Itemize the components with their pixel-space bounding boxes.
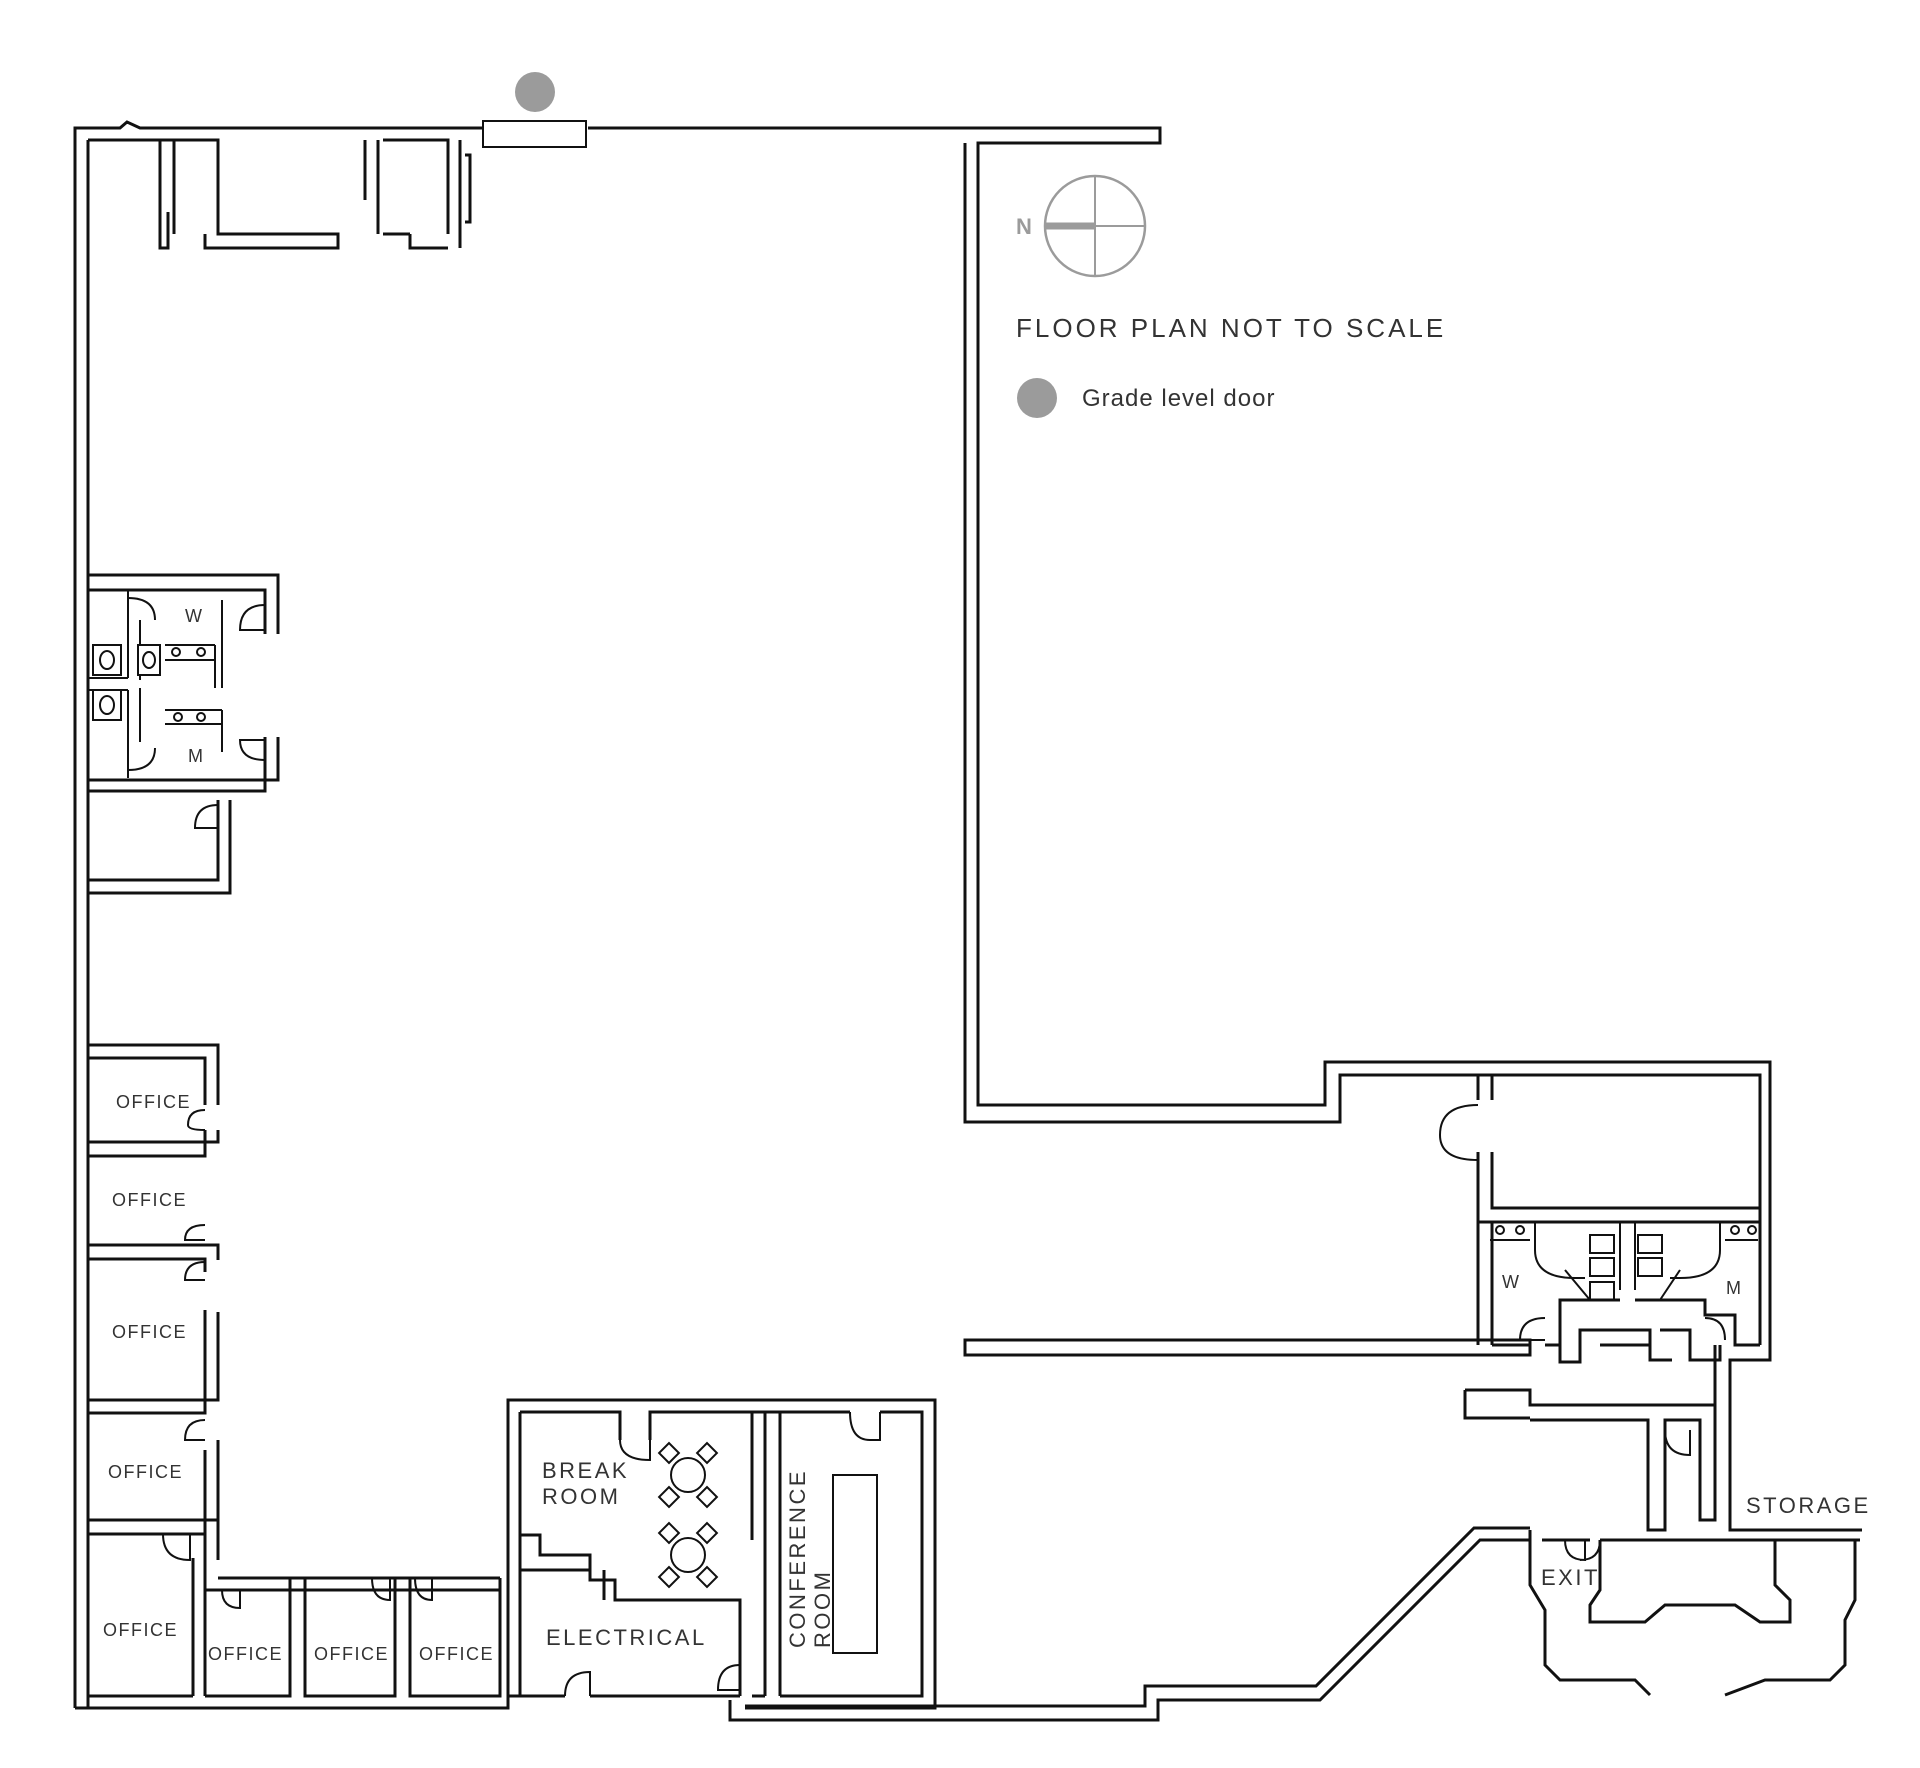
compass-icon xyxy=(1043,174,1147,278)
conference-room xyxy=(765,1410,924,1698)
exit-label: EXIT xyxy=(1541,1565,1600,1590)
storage-label: STORAGE xyxy=(1746,1493,1871,1518)
legend-title: FLOOR PLAN NOT TO SCALE xyxy=(1016,313,1446,343)
office-label-5: OFFICE xyxy=(103,1620,178,1640)
toilet-icon xyxy=(92,644,161,721)
outer-walls xyxy=(73,120,1862,1722)
office-label-8: OFFICE xyxy=(419,1644,494,1664)
conference-label-line1: CONFERENCE xyxy=(785,1469,810,1648)
office-label-4: OFFICE xyxy=(108,1462,183,1482)
compass-north-label: N xyxy=(1016,214,1033,239)
office-label-6: OFFICE xyxy=(208,1644,283,1664)
electrical-label: ELECTRICAL xyxy=(546,1625,707,1650)
office-label-3: OFFICE xyxy=(112,1322,187,1342)
left-offices xyxy=(88,1043,220,1562)
restroom-women-label-left: W xyxy=(185,606,204,626)
restroom-women-label-right: W xyxy=(1502,1272,1521,1292)
restroom-men-label-left: M xyxy=(188,746,205,766)
right-wing xyxy=(963,1073,1860,1697)
left-closet xyxy=(88,800,232,895)
break-room-label-line1: BREAK xyxy=(542,1458,629,1483)
restroom-men-label-right: M xyxy=(1726,1278,1743,1298)
top-rooms xyxy=(160,120,587,250)
electrical-room xyxy=(520,1533,765,1698)
toilet-icon xyxy=(1589,1234,1663,1301)
office-label-7: OFFICE xyxy=(314,1644,389,1664)
sink-icon xyxy=(171,647,206,722)
grade-door-legend-marker xyxy=(1017,378,1057,418)
grade-door-legend-label: Grade level door xyxy=(1082,385,1275,412)
sink-icon xyxy=(1495,1225,1757,1235)
office-label-1: OFFICE xyxy=(116,1092,191,1112)
conference-table xyxy=(832,1474,878,1654)
break-room-label-line2: ROOM xyxy=(542,1484,620,1509)
conference-label-line2: ROOM xyxy=(810,1570,835,1648)
table-icon xyxy=(657,1441,719,1589)
grade-door-marker-top xyxy=(515,72,555,112)
left-restrooms xyxy=(88,573,280,793)
bottom-offices xyxy=(88,1545,502,1698)
office-label-2: OFFICE xyxy=(112,1190,187,1210)
